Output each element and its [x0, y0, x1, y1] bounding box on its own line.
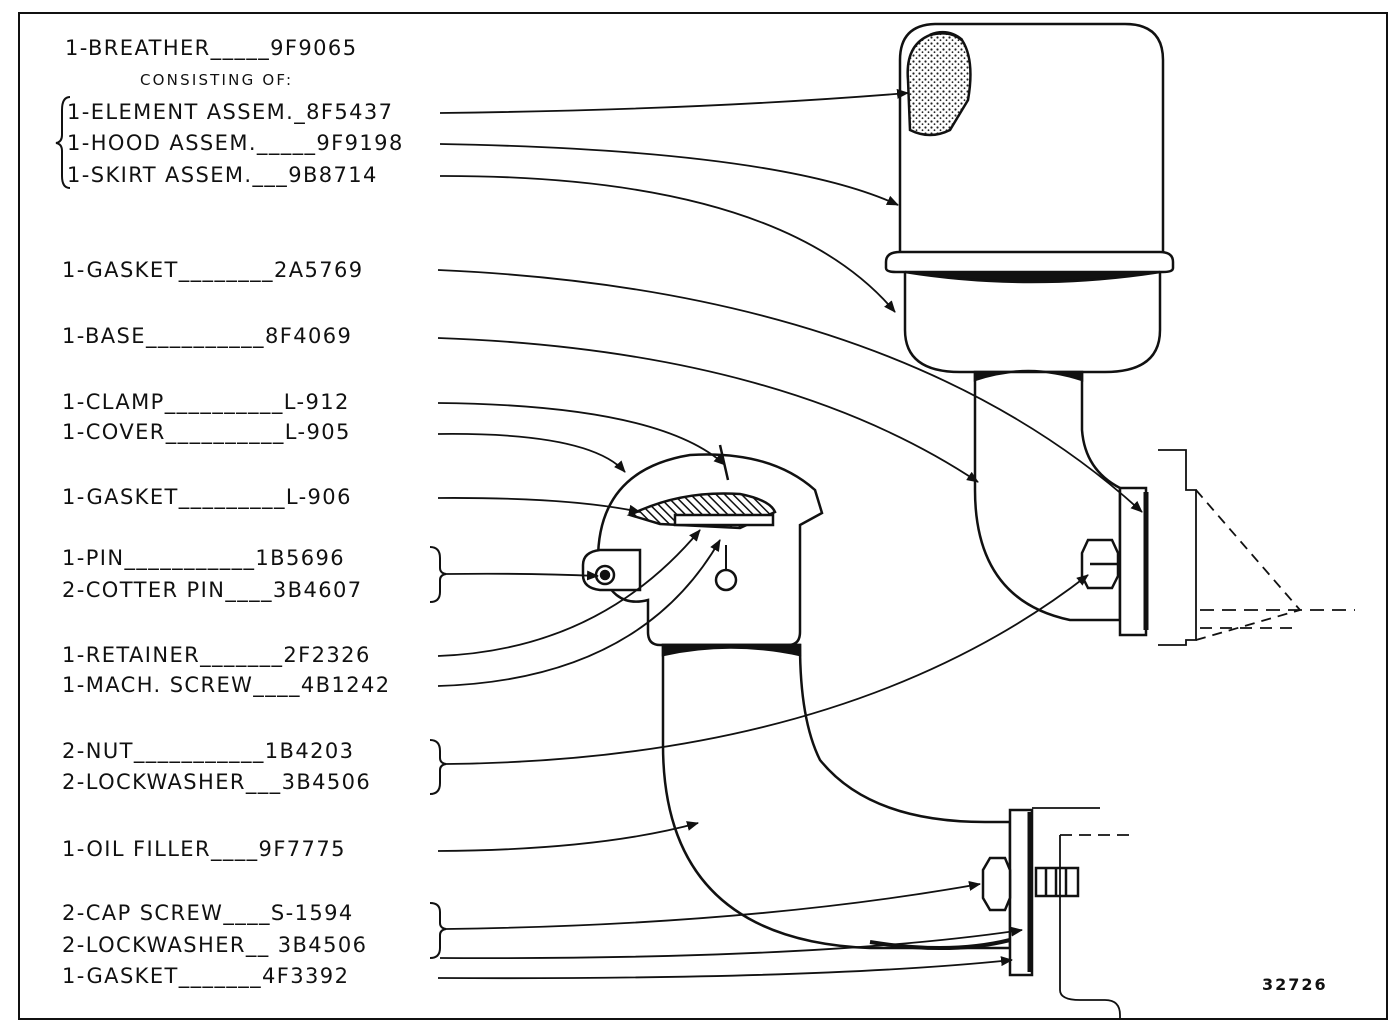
leader-gasket2 — [437, 497, 641, 515]
leader-element — [439, 88, 909, 114]
leader-oilfiller — [437, 821, 699, 852]
leader-pin — [445, 570, 599, 581]
leader-capscrew — [445, 881, 981, 930]
breather-hood — [898, 22, 1165, 264]
label-lockwasher-nut: 2-LOCKWASHER___3B4506 — [62, 770, 372, 794]
label-cover: 1-COVER__________L-905 — [62, 420, 351, 444]
bracket-pin-group — [429, 546, 447, 603]
leader-cover — [437, 433, 626, 473]
label-retainer: 1-RETAINER_______2F2326 — [62, 643, 371, 667]
label-lockwasher-capscrew: 2-LOCKWASHER__ 3B4506 — [62, 933, 368, 957]
leader-retainer — [437, 529, 701, 657]
label-gasket-l906: 1-GASKET_________L-906 — [62, 485, 352, 509]
bracket-nut-group — [429, 739, 447, 795]
oil-filler-elbow — [661, 643, 1012, 950]
leader-gasket1 — [437, 269, 1143, 513]
upper-mounting-block — [1158, 449, 1355, 646]
figure-frame — [18, 12, 1388, 1020]
label-gasket-4f3392: 1-GASKET_______4F3392 — [62, 964, 350, 988]
leader-clamp — [437, 402, 726, 466]
bracket-breather-components — [55, 96, 71, 189]
label-element-assem: 1-ELEMENT ASSEM._8F5437 — [67, 100, 394, 124]
leader-skirt — [439, 175, 896, 313]
label-mach-screw: 1-MACH. SCREW____4B1242 — [62, 673, 391, 697]
leader-gasket3 — [437, 956, 1013, 980]
figure-number: 32726 — [1262, 975, 1328, 994]
leader-lockwasher2 — [439, 926, 1023, 960]
label-base: 1-BASE__________8F4069 — [62, 324, 353, 348]
leader-base — [437, 337, 979, 483]
label-hood-assem: 1-HOOD ASSEM._____9F9198 — [67, 131, 404, 155]
label-gasket-2a5769: 1-GASKET________2A5769 — [62, 258, 364, 282]
filler-cover-cap — [581, 444, 824, 647]
label-breather: 1-BREATHER_____9F9065 — [65, 36, 358, 60]
label-oil-filler: 1-OIL FILLER____9F7775 — [62, 837, 346, 861]
bracket-capscrew-group — [429, 902, 447, 959]
lower-flange — [981, 808, 1080, 977]
leader-machscrew — [437, 539, 721, 687]
leader-lines — [437, 88, 1143, 980]
label-clamp: 1-CLAMP__________L-912 — [62, 390, 350, 414]
leader-nut — [445, 574, 1089, 765]
label-cotter-pin: 2-COTTER PIN____3B4607 — [62, 578, 363, 602]
label-consisting-of: CONSISTING OF: — [140, 71, 294, 89]
leader-hood — [439, 143, 899, 206]
lower-mounting-block — [1032, 807, 1130, 1020]
label-nut: 2-NUT___________1B4203 — [62, 739, 355, 763]
label-skirt-assem: 1-SKIRT ASSEM.___9B8714 — [67, 163, 378, 187]
label-cap-screw: 2-CAP SCREW____S-1594 — [62, 901, 354, 925]
breather-skirt — [884, 250, 1175, 374]
label-pin: 1-PIN___________1B5696 — [62, 546, 346, 570]
